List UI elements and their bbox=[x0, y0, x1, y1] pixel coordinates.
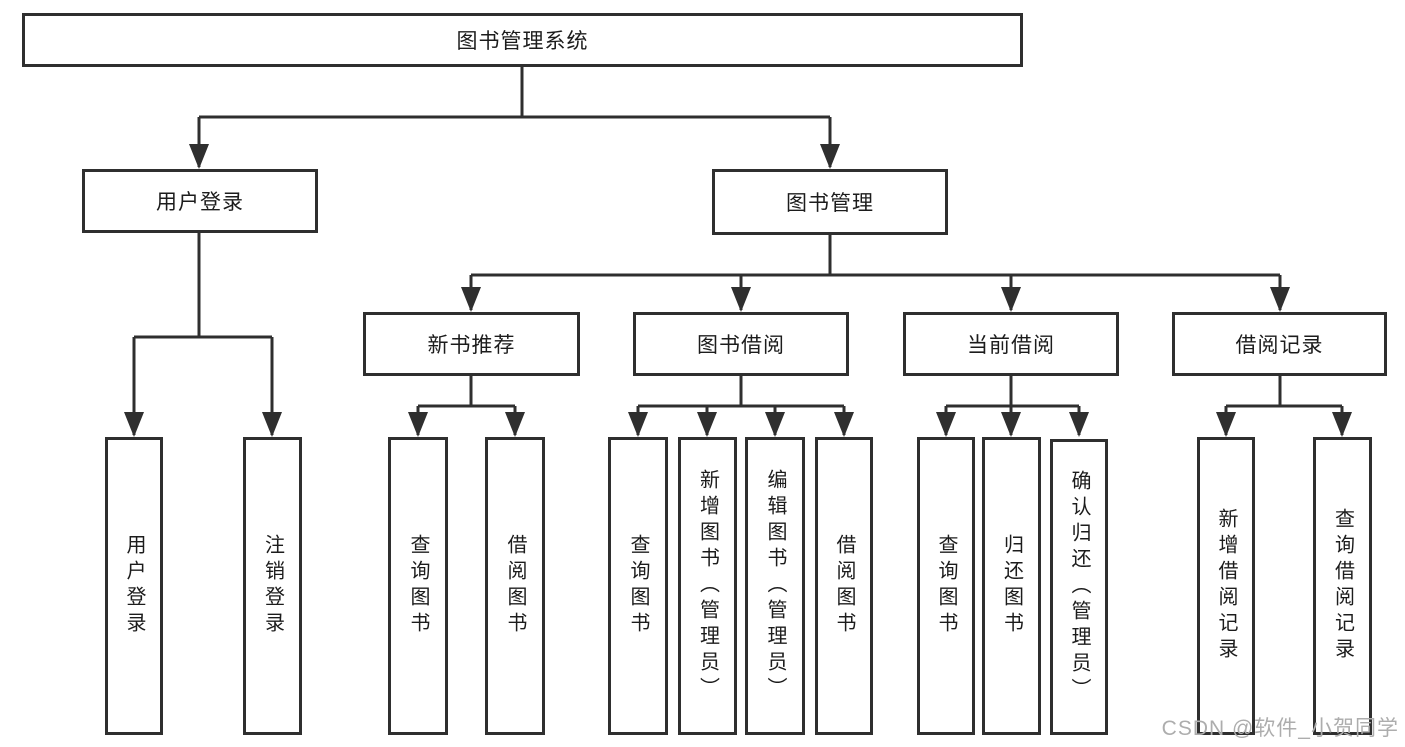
leaf-confirm-return-admin-label: 确认归还（管理员） bbox=[1068, 470, 1090, 704]
leaf-add-borrow-record-label: 新增借阅记录 bbox=[1215, 508, 1237, 664]
leaf-user-login: 用户登录 bbox=[105, 437, 163, 735]
leaf-borrow-books-recommend: 借阅图书 bbox=[485, 437, 545, 735]
leaf-query-books-recommend: 查询图书 bbox=[388, 437, 448, 735]
node-book-borrowing: 图书借阅 bbox=[633, 312, 849, 376]
leaf-query-borrow-record: 查询借阅记录 bbox=[1313, 437, 1372, 735]
leaf-logout: 注销登录 bbox=[243, 437, 302, 735]
leaf-add-books-admin: 新增图书（管理员） bbox=[678, 437, 737, 735]
arrowheads bbox=[124, 144, 1352, 437]
connector-book-borrowing-to-leaves bbox=[636, 376, 846, 435]
connector-book-management-to-level2 bbox=[469, 235, 1282, 310]
leaf-edit-books-admin-label: 编辑图书（管理员） bbox=[764, 469, 786, 703]
leaf-edit-books-admin: 编辑图书（管理员） bbox=[745, 437, 805, 735]
leaf-query-books-current: 查询图书 bbox=[917, 437, 975, 735]
leaf-return-books-label: 归还图书 bbox=[1000, 534, 1023, 638]
leaf-query-books-borrowing-label: 查询图书 bbox=[627, 534, 649, 638]
node-current-borrowing-label: 当前借阅 bbox=[967, 334, 1055, 357]
leaf-query-borrow-record-label: 查询借阅记录 bbox=[1331, 508, 1354, 664]
node-new-book-recommendation-label: 新书推荐 bbox=[427, 334, 516, 357]
node-book-management-label: 图书管理 bbox=[786, 192, 874, 215]
node-root-label: 图书管理系统 bbox=[456, 30, 589, 53]
connector-root-to-level1 bbox=[197, 67, 832, 167]
connector-user-login-to-leaves bbox=[132, 233, 274, 435]
leaf-return-books: 归还图书 bbox=[982, 437, 1041, 735]
node-user-login-label: 用户登录 bbox=[156, 191, 244, 214]
node-current-borrowing: 当前借阅 bbox=[903, 312, 1119, 376]
connector-borrowing-records-to-leaves bbox=[1224, 376, 1344, 435]
leaf-borrow-books: 借阅图书 bbox=[815, 437, 873, 735]
node-borrowing-records: 借阅记录 bbox=[1172, 312, 1387, 376]
leaf-borrow-books-label: 借阅图书 bbox=[833, 534, 855, 638]
leaf-query-books-current-label: 查询图书 bbox=[935, 534, 957, 638]
connector-new-book-to-leaves bbox=[416, 376, 517, 435]
watermark: CSDN @软件_小贺同学 bbox=[1161, 717, 1399, 740]
leaf-logout-label: 注销登录 bbox=[261, 534, 284, 638]
leaf-add-borrow-record: 新增借阅记录 bbox=[1197, 437, 1255, 735]
leaf-borrow-books-recommend-label: 借阅图书 bbox=[504, 534, 526, 638]
leaf-query-books-recommend-label: 查询图书 bbox=[407, 534, 429, 638]
node-book-borrowing-label: 图书借阅 bbox=[697, 334, 785, 357]
leaf-add-books-admin-label: 新增图书（管理员） bbox=[696, 469, 719, 703]
leaf-query-books-borrowing: 查询图书 bbox=[608, 437, 668, 735]
leaf-confirm-return-admin: 确认归还（管理员） bbox=[1050, 439, 1108, 735]
node-root: 图书管理系统 bbox=[22, 13, 1023, 67]
leaf-user-login-label: 用户登录 bbox=[123, 534, 145, 638]
node-new-book-recommendation: 新书推荐 bbox=[363, 312, 580, 376]
node-book-management: 图书管理 bbox=[712, 169, 948, 235]
node-borrowing-records-label: 借阅记录 bbox=[1235, 334, 1324, 357]
node-user-login: 用户登录 bbox=[82, 169, 318, 233]
